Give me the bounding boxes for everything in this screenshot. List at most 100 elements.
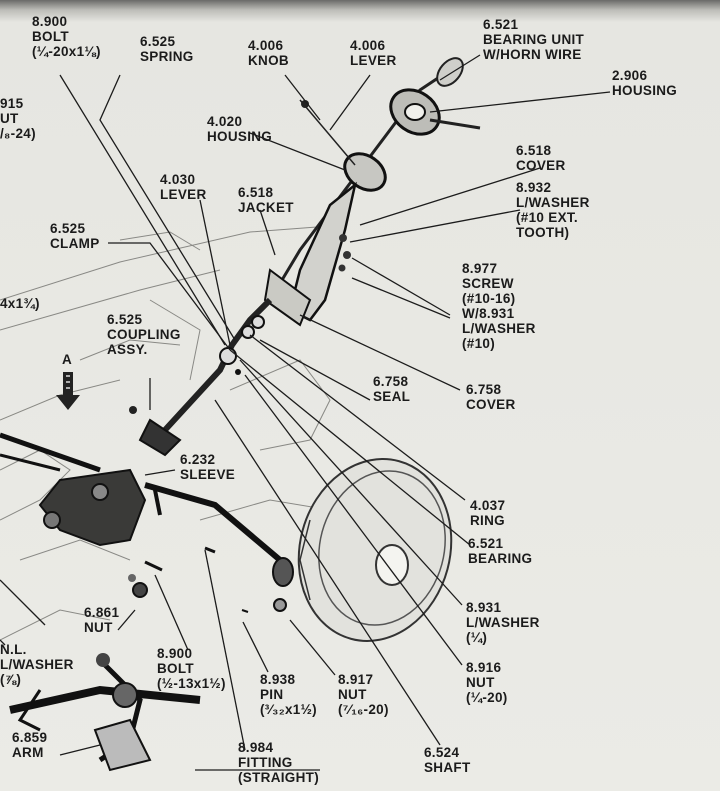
part-name: SCREW	[462, 276, 514, 291]
callout-partial-size: 4x1¾)	[0, 296, 40, 311]
part-number: 8.938	[260, 672, 296, 687]
part-name: SEAL	[373, 389, 411, 404]
callout-lever-4006: 4.006 LEVER	[350, 38, 397, 68]
callout-nut-6861: 6.861 NUT	[84, 605, 119, 635]
callout-fitting-8984: 8.984 FITTING (STRAIGHT)	[238, 740, 319, 785]
part-number: 8.932	[516, 180, 552, 195]
part-spec: (#10-16)	[462, 291, 516, 306]
part-spec: TOOTH)	[516, 225, 570, 240]
callout-bolt-8900-top: 8.900 BOLT (¼-20x1⅛)	[32, 14, 101, 59]
part-name: COUPLING	[107, 327, 181, 342]
part-number: 6.232	[180, 452, 216, 467]
part-name: CLAMP	[50, 236, 100, 251]
part-name: PIN	[260, 687, 284, 702]
part-number: 6.525	[107, 312, 143, 327]
part-number: 6.525	[140, 34, 176, 49]
shaft-and-coupling	[129, 297, 273, 457]
part-spec: (#10 EXT.	[516, 210, 578, 225]
part-name: SLEEVE	[180, 467, 236, 482]
callout-lwasher-8931: 8.931 L/WASHER (¼)	[466, 600, 540, 645]
part-name: L/WASHER	[466, 615, 540, 630]
part-spec: W/HORN WIRE	[483, 47, 582, 62]
part-name: L/WASHER	[516, 195, 590, 210]
view-direction-arrow	[56, 372, 80, 410]
part-number: 8.916	[466, 660, 502, 675]
callout-bearing-unit-6521: 6.521 BEARING UNIT W/HORN WIRE	[483, 17, 584, 62]
view-label-a: A	[62, 352, 72, 367]
part-spec: (⅞)	[0, 672, 22, 687]
pitman-arm-assembly	[9, 653, 201, 772]
part-spec: (¼-20)	[466, 690, 508, 705]
pulley-wheel	[297, 458, 453, 642]
part-spec: W/8.931	[462, 306, 515, 321]
callout-jacket-6518: 6.518 JACKET	[238, 185, 294, 215]
part-name: ASSY.	[107, 342, 148, 357]
part-spec: (³⁄₃₂x1½)	[260, 702, 317, 717]
part-name: BOLT	[157, 661, 194, 676]
part-name: KNOB	[248, 53, 289, 68]
part-spec: (½-13x1½)	[157, 676, 226, 691]
part-name: NUT	[338, 687, 367, 702]
part-number: 6.521	[483, 17, 519, 32]
callout-screw-8977: 8.977 SCREW (#10-16) W/8.931 L/WASHER (#…	[462, 261, 536, 351]
callout-cover-6518: 6.518 COVER	[516, 143, 566, 173]
callout-coupling-6525: 6.525 COUPLING ASSY.	[107, 312, 181, 357]
callout-bearing-6521: 6.521 BEARING	[468, 536, 532, 566]
steering-gear-and-linkage	[0, 432, 294, 613]
part-number: 6.758	[373, 374, 409, 389]
callout-lwasher-8932: 8.932 L/WASHER (#10 EXT. TOOTH)	[516, 180, 590, 240]
part-name: NUT	[466, 675, 495, 690]
part-spec: /₈-24)	[0, 126, 36, 141]
part-number: 8.917	[338, 672, 374, 687]
callout-housing-2906: 2.906 HOUSING	[612, 68, 677, 98]
part-name: LEVER	[350, 53, 397, 68]
part-number: 6.518	[516, 143, 552, 158]
part-name: SHAFT	[424, 760, 471, 775]
part-spec: (¼-20x1⅛)	[32, 44, 101, 59]
callout-knob-4006: 4.006 KNOB	[248, 38, 289, 68]
callout-shaft-6524: 6.524 SHAFT	[424, 745, 471, 775]
part-spec: (#10)	[462, 336, 496, 351]
part-number: 4.020	[207, 114, 243, 129]
callout-sleeve-6232: 6.232 SLEEVE	[180, 452, 235, 482]
vehicle-frame-outline	[0, 225, 331, 641]
callout-bolt-8900-bottom: 8.900 BOLT (½-13x1½)	[157, 646, 226, 691]
part-name: NUT	[84, 620, 113, 635]
callout-clamp-6525: 6.525 CLAMP	[50, 221, 100, 251]
part-name: COVER	[466, 397, 516, 412]
callout-spring-6525: 6.525 SPRING	[140, 34, 194, 64]
part-name: BEARING UNIT	[483, 32, 585, 47]
leader-lines	[0, 54, 611, 771]
callout-nl-lwasher: N.L. L/WASHER (⅞)	[0, 642, 74, 687]
part-name: LEVER	[160, 187, 207, 202]
steering-column	[263, 57, 481, 327]
part-number: 4.030	[160, 172, 196, 187]
part-name: JACKET	[238, 200, 294, 215]
part-name: HOUSING	[612, 83, 678, 98]
part-number: 2.906	[612, 68, 648, 83]
callout-cover-6758: 6.758 COVER	[466, 382, 516, 412]
part-number: 6.861	[84, 605, 120, 620]
part-spec: (STRAIGHT)	[238, 770, 319, 785]
callout-nut-8915-partial: 915 UT /₈-24)	[0, 96, 36, 141]
part-name: RING	[470, 513, 505, 528]
part-spec: 4x1¾)	[0, 296, 40, 311]
part-number: 8.931	[466, 600, 502, 615]
part-number: 6.521	[468, 536, 504, 551]
part-name: BOLT	[32, 29, 69, 44]
callout-nut-8917: 8.917 NUT (⁷⁄₁₆-20)	[338, 672, 389, 717]
part-number: 4.037	[470, 498, 506, 513]
callout-housing-4020: 4.020 HOUSING	[207, 114, 272, 144]
part-number: N.L.	[0, 642, 27, 657]
callout-pin-8938: 8.938 PIN (³⁄₃₂x1½)	[260, 672, 317, 717]
part-number: 8.984	[238, 740, 274, 755]
callout-lever-4030: 4.030 LEVER	[160, 172, 207, 202]
part-name: BEARING	[468, 551, 533, 566]
part-spec: (¼)	[466, 630, 488, 645]
part-number: 4.006	[350, 38, 386, 53]
part-number: 4.006	[248, 38, 284, 53]
part-spec: (⁷⁄₁₆-20)	[338, 702, 389, 717]
part-number: 6.525	[50, 221, 86, 236]
